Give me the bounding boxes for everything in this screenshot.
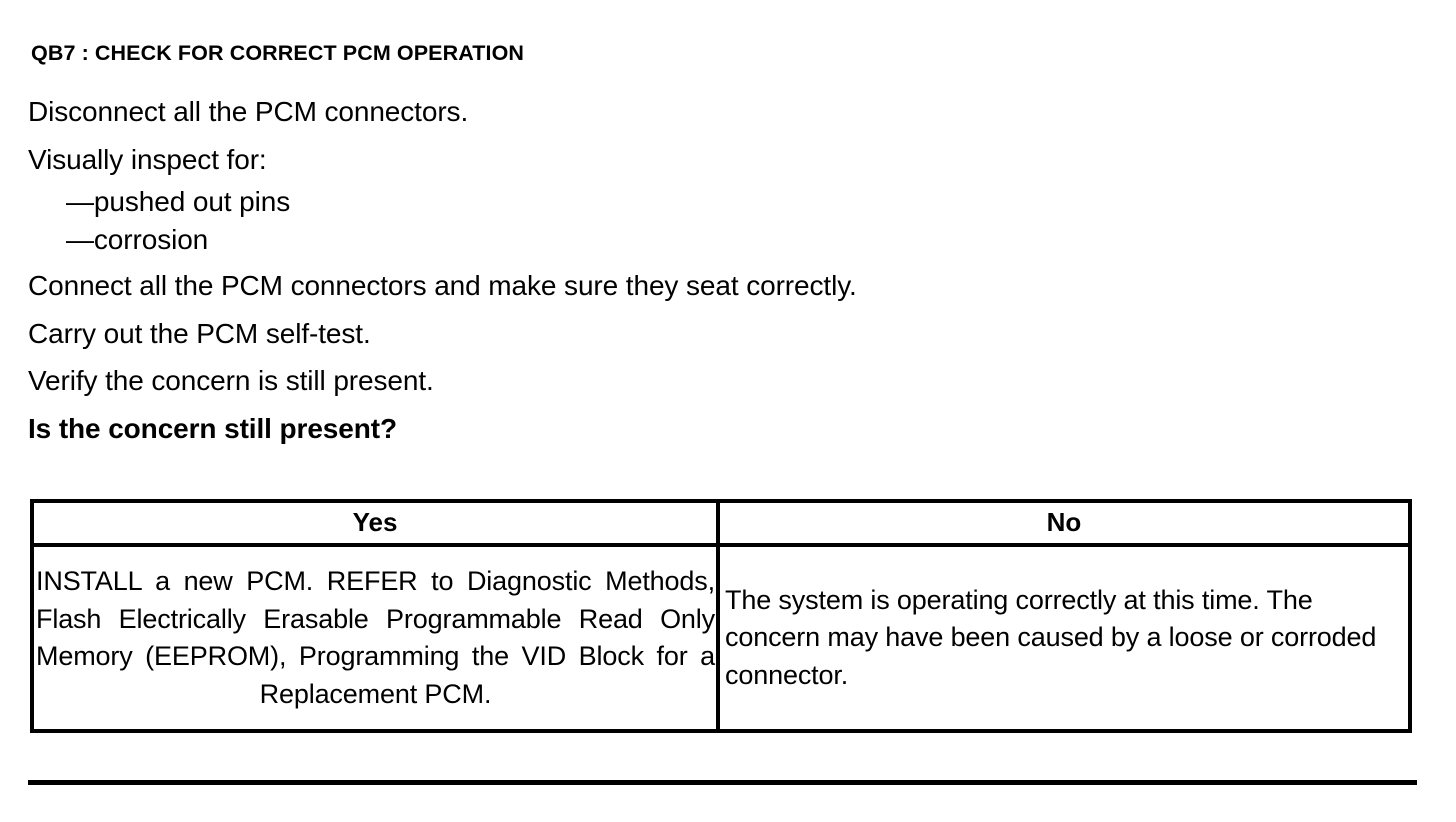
inspection-sub-list: —pushed out pins —corrosion — [28, 183, 1408, 259]
yes-action-text: INSTALL a new PCM. REFER to Diagnostic M… — [36, 566, 715, 709]
instruction-line: Connect all the PCM connectors and make … — [28, 270, 857, 301]
table-cell-no: The system is operating correctly at thi… — [717, 544, 1411, 733]
instruction-line: Carry out the PCM self-test. — [28, 317, 371, 349]
table-cell-yes: INSTALL a new PCM. REFER to Diagnostic M… — [31, 544, 720, 733]
table-row: INSTALL a new PCM. REFER to Diagnostic M… — [31, 544, 1411, 733]
instruction-line: Disconnect all the PCM connectors. — [28, 96, 469, 127]
column-header-yes: Yes — [30, 499, 720, 547]
decision-question: Is the concern still present? — [28, 412, 397, 444]
no-action-text: The system is operating correctly at thi… — [725, 584, 1377, 690]
list-item: —pushed out pins — [66, 186, 291, 217]
page-title: QB7 : CHECK FOR CORRECT PCM OPERATION — [31, 41, 525, 65]
list-item: —corrosion — [66, 224, 209, 255]
footer-rule — [28, 780, 1417, 785]
instruction-line: Verify the concern is still present. — [28, 365, 434, 396]
decision-table: Yes No INSTALL a new PCM. REFER to Diagn… — [30, 499, 1412, 733]
table-header-row: Yes No — [30, 499, 1412, 547]
instruction-line: Visually inspect for: — [28, 143, 267, 175]
column-header-no: No — [716, 499, 1412, 547]
instruction-block: Disconnect all the PCM connectors. Visua… — [28, 88, 1408, 452]
